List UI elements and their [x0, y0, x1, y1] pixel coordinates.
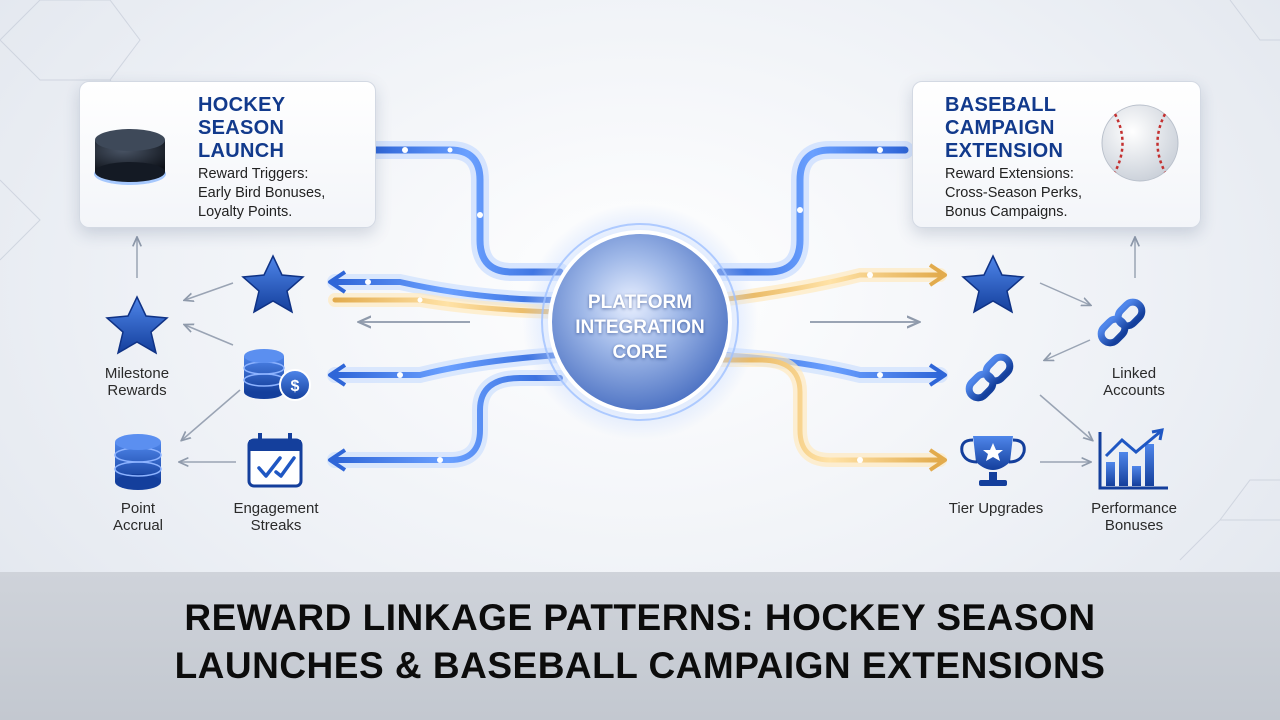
left-gray-arrows [137, 238, 241, 462]
core-label-line: Platform [587, 292, 693, 313]
milestone-rewards-label: Milestone Rewards [77, 365, 197, 399]
baseball-card-title: Baseball Campaign Extension [945, 94, 1063, 163]
chain-link-icon [965, 353, 1014, 402]
hockey-title-line: Season [198, 117, 285, 139]
star-icon [961, 254, 1025, 314]
linked-accounts-label: Linked Accounts [1074, 365, 1194, 399]
baseball-desc-line: Reward Extensions: [945, 166, 1074, 182]
calendar-check-icon [247, 433, 303, 488]
right-gray-arrows [1039, 238, 1135, 462]
hockey-desc-line: Reward Triggers: [198, 166, 309, 182]
label-line: Milestone [104, 365, 170, 382]
footer-title-line-2: Launches & Baseball Campaign Extensions [174, 645, 1106, 686]
label-line: Bonuses [1104, 517, 1164, 534]
label-line: Performance [1091, 500, 1177, 517]
label-line: Rewards [107, 382, 167, 399]
point-accrual-label: Point Accrual [88, 500, 188, 534]
performance-bonuses-label: Performance Bonuses [1071, 500, 1197, 534]
core-label-line: Core [612, 342, 668, 363]
connector-arrowheads [328, 263, 947, 472]
bar-chart-icon [1098, 428, 1168, 490]
hockey-card-title: Hockey Season Launch [198, 94, 285, 163]
hockey-desc-line: Loyalty Points. [198, 204, 293, 220]
core-label: Platform Integration Core [540, 290, 740, 365]
svg-text:$: $ [291, 378, 300, 395]
star-icon [105, 295, 169, 355]
core-label-line: Integration [575, 317, 705, 338]
baseball-campaign-card: Baseball Campaign Extension Reward Exten… [912, 81, 1201, 228]
database-icon [114, 434, 162, 490]
coins-icon: $ [243, 349, 311, 401]
baseball-title-line: Baseball [945, 94, 1057, 116]
integration-core [522, 204, 758, 440]
star-icon [241, 254, 305, 314]
baseball-title-line: Campaign [945, 117, 1055, 139]
label-line: Accrual [112, 517, 164, 534]
trophy-icon [960, 436, 1026, 486]
hockey-title-line: Hockey [198, 94, 286, 116]
baseball-desc-line: Cross-Season Perks, [945, 185, 1082, 201]
label-line: Point [120, 500, 156, 517]
diagram: $ [0, 0, 1280, 561]
label-line: Linked [1111, 365, 1157, 382]
chain-link-icon [1097, 298, 1146, 347]
hockey-desc-line: Early Bird Bonuses, [198, 185, 326, 201]
label-line: Tier Upgrades [948, 500, 1044, 517]
hockey-title-line: Launch [198, 140, 285, 162]
hockey-card-desc: Reward Triggers: Early Bird Bonuses, Loy… [198, 165, 325, 222]
label-line: Accounts [1103, 382, 1165, 399]
baseball-title-line: Extension [945, 140, 1064, 162]
tier-upgrades-label: Tier Upgrades [926, 500, 1066, 517]
footer-title-line-1: Reward Linkage Patterns: Hockey Season [184, 597, 1096, 638]
label-line: Streaks [250, 517, 302, 534]
label-line: Engagement [233, 500, 319, 517]
hockey-season-card: Hockey Season Launch Reward Triggers: Ea… [79, 81, 376, 228]
baseball-card-desc: Reward Extensions: Cross-Season Perks, B… [945, 165, 1082, 222]
engagement-streaks-label: Engagement Streaks [216, 500, 336, 534]
sparkle-dots [365, 147, 883, 463]
footer-banner: Reward Linkage Patterns: Hockey Season L… [0, 572, 1280, 720]
baseball-desc-line: Bonus Campaigns. [945, 204, 1068, 220]
